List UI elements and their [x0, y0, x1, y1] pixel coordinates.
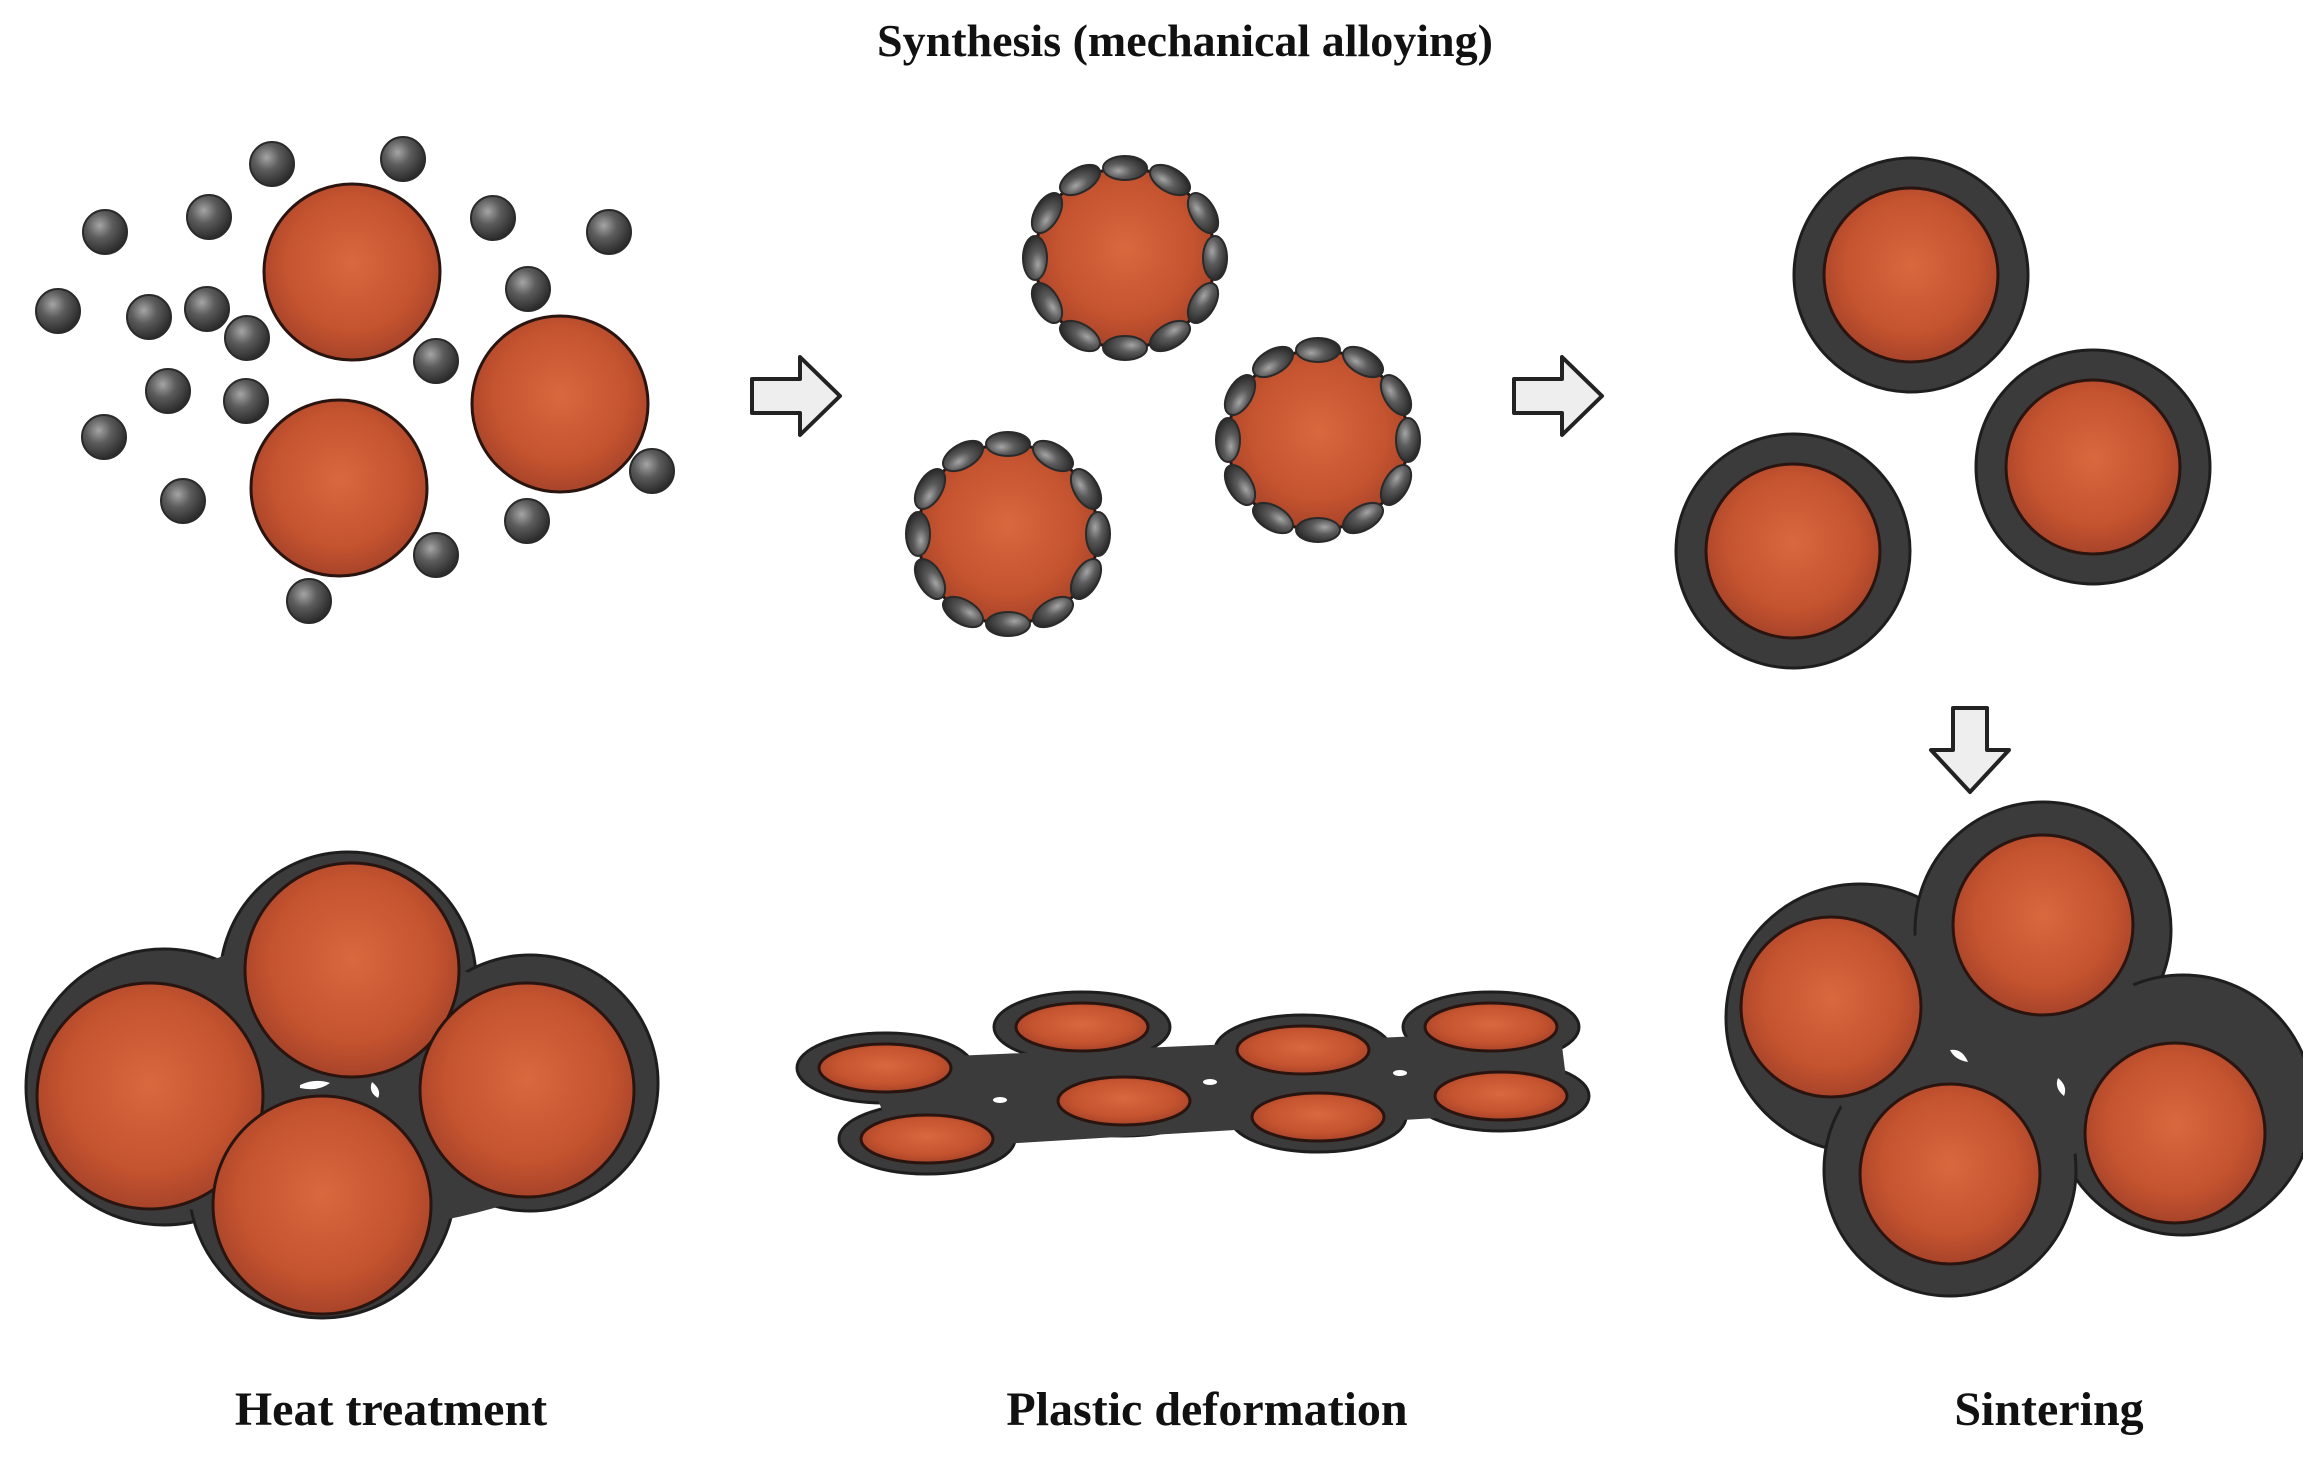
small-particle — [470, 195, 516, 241]
small-particle — [629, 448, 675, 494]
large-particles — [249, 182, 650, 578]
label-sintering: Sintering — [1954, 1383, 2143, 1436]
small-particle — [413, 532, 459, 578]
arrow-down-icon — [1929, 706, 2011, 794]
small-particle — [160, 478, 206, 524]
coated-particle — [905, 431, 1111, 637]
large-particle — [470, 314, 650, 494]
shelled-particle — [1674, 432, 1912, 670]
small-particle — [35, 288, 81, 334]
stage-shelled-particles — [1674, 156, 2212, 670]
plastic-deformation-cluster — [795, 990, 1591, 1176]
small-particle — [504, 498, 550, 544]
small-particle — [126, 294, 172, 340]
small-particle — [223, 378, 269, 424]
arrow-right-icon — [1512, 355, 1604, 437]
small-particles — [35, 136, 675, 624]
shelled-particle — [1792, 156, 2030, 394]
small-particle — [186, 194, 232, 240]
small-particle — [184, 286, 230, 332]
heat-treatment-cluster — [24, 850, 660, 1320]
small-particle — [586, 209, 632, 255]
small-particle — [286, 578, 332, 624]
small-particle — [81, 414, 127, 460]
small-particle — [380, 136, 426, 182]
arrow-right-icon — [750, 355, 842, 437]
label-plastic-deformation: Plastic deformation — [1006, 1383, 1407, 1436]
stage-coated-particles — [905, 155, 1421, 637]
coated-particle — [1022, 155, 1228, 361]
large-particle — [249, 398, 429, 578]
label-heat-treatment: Heat treatment — [235, 1383, 547, 1436]
sintering-cluster — [1724, 800, 2303, 1298]
large-particle — [262, 182, 442, 362]
stage-raw-mixture — [35, 136, 675, 624]
small-particle — [145, 368, 191, 414]
diagram-title: Synthesis (mechanical alloying) — [877, 15, 1493, 66]
coated-particle — [1215, 337, 1421, 543]
shelled-particle — [1974, 348, 2212, 586]
small-particle — [224, 315, 270, 361]
small-particle — [249, 141, 295, 187]
small-particle — [82, 209, 128, 255]
small-particle — [413, 338, 459, 384]
small-particle — [505, 266, 551, 312]
